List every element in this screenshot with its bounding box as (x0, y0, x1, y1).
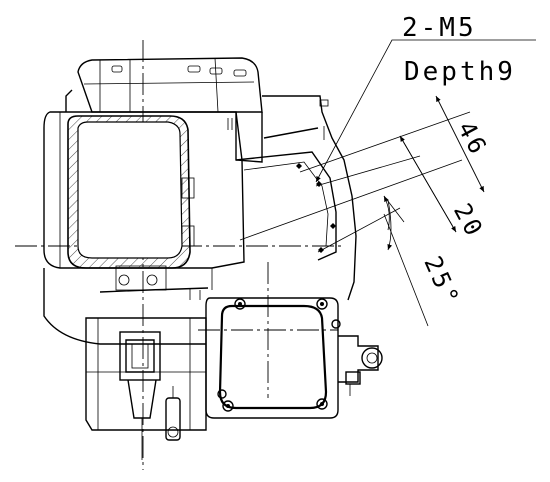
motor-flange (205, 297, 341, 419)
angle-25-label: 25° (418, 252, 465, 311)
dimension-46-label: 46 (452, 117, 493, 161)
thread-spec-label: 2-M5 (402, 13, 477, 43)
dimension-lines (239, 39, 536, 327)
right-fitting (338, 335, 383, 396)
depth-spec-label: Depth9 (404, 57, 516, 87)
lower-arm (43, 268, 209, 345)
dimension-20-label: 20 (448, 199, 489, 243)
bolt-marks (296, 163, 336, 253)
arm-body (227, 95, 357, 301)
main-housing (43, 111, 245, 291)
top-cover (65, 57, 263, 113)
lower-block (85, 317, 207, 460)
